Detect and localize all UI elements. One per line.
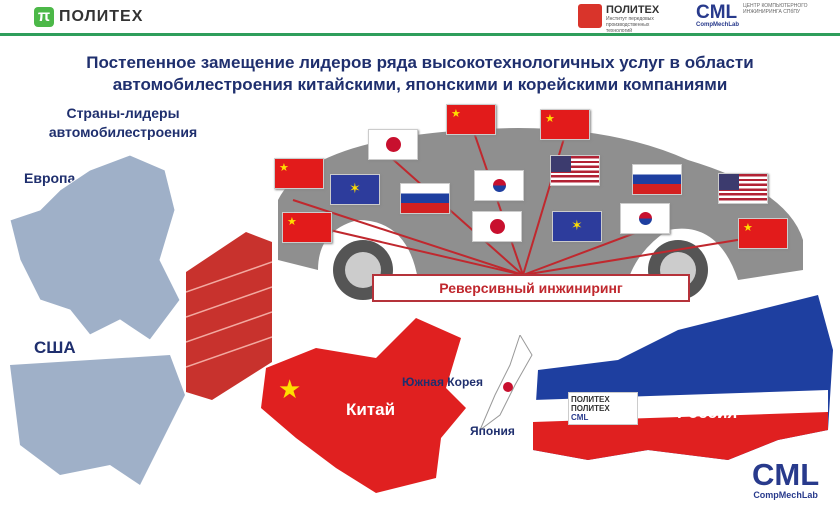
flag-usa (550, 155, 600, 186)
flag-japan (368, 129, 418, 160)
logo-text: ПОЛИТЕХ (59, 8, 144, 25)
slide-title: Постепенное замещение лидеров ряда высок… (86, 53, 754, 94)
header-divider (0, 33, 840, 36)
institute-icon (578, 4, 602, 28)
flag-japan (472, 211, 522, 242)
europe-map (9, 154, 181, 341)
flag-china (446, 104, 496, 135)
logo-text: ПОЛИТЕХ (606, 4, 660, 16)
logo-subtext: Институт передовых производственных техн… (606, 16, 654, 34)
flag-eu (552, 211, 602, 242)
brick-wall (186, 232, 272, 400)
mini-logo-text: ПОЛИТЕХ (571, 395, 610, 404)
russia-label: Россия (677, 403, 738, 422)
flag-china (738, 218, 788, 249)
svg-text:★: ★ (278, 374, 301, 404)
reverse-engineering-box: Реверсивный инжиниринг (372, 274, 690, 302)
flag-usa (718, 173, 768, 204)
flag-china (540, 109, 590, 140)
russia-map (533, 295, 833, 460)
europe-label: Европа (24, 170, 76, 186)
flag-russia (632, 164, 682, 195)
china-map: ★ (261, 318, 466, 493)
china-label: Китай (346, 400, 396, 419)
flag-china (282, 212, 332, 243)
usa-map (10, 355, 185, 485)
footer-cml-logo: CML CompMechLab (752, 457, 820, 500)
flag-korea (620, 203, 670, 234)
japan-label: Япония (470, 424, 515, 438)
polytech-logo: π ПОЛИТЕХ (34, 7, 143, 27)
logo-text: CML (696, 2, 738, 23)
flag-eu (330, 174, 380, 205)
flag-russia (400, 183, 450, 214)
logo-name: CompMechLab (696, 22, 740, 28)
leaders-label: Страны-лидеры автомобилестроения (48, 105, 198, 140)
logo-subtext: CompMechLab (753, 490, 818, 500)
usa-label: США (34, 338, 76, 357)
logo-subtext: ЦЕНТР КОМПЬЮТЕРНОГО ИНЖИНИРИНГА СПбПУ (743, 3, 808, 15)
mini-logo-text: ПОЛИТЕХ (571, 404, 610, 413)
south-korea-label: Южная Корея (402, 375, 483, 389)
logo-text: CML (752, 457, 820, 492)
flag-china (274, 158, 324, 189)
pi-icon: π (34, 7, 54, 27)
flag-korea (474, 170, 524, 201)
mini-logo-text: CML (571, 413, 589, 422)
mini-logos: ПОЛИТЕХ ПОЛИТЕХ CML (568, 392, 638, 425)
car-image (278, 120, 803, 300)
japan-map (478, 335, 533, 432)
